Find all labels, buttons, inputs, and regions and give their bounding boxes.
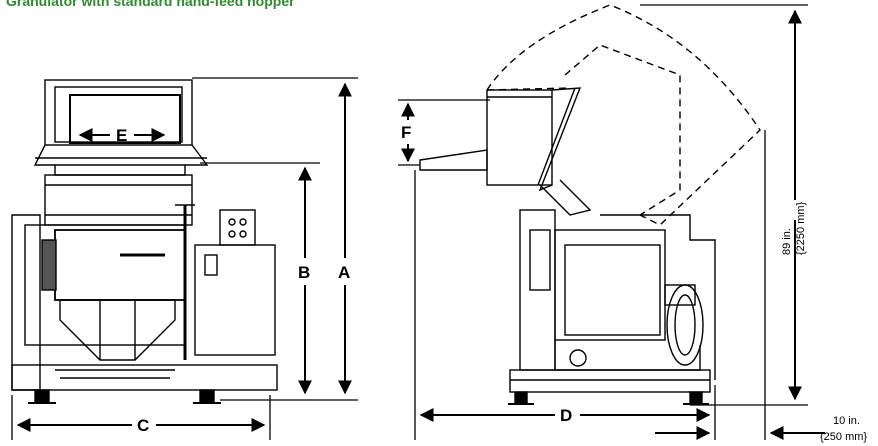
dimension-f (398, 99, 490, 166)
side-flywheel (666, 284, 704, 366)
front-cone (59, 299, 176, 361)
dimension-b (200, 162, 320, 395)
dimension-height (640, 4, 825, 440)
side-view (419, 4, 761, 405)
clearance-mm-text: {250 mm} (820, 431, 867, 443)
dimension-c (11, 395, 271, 440)
front-motor-box (194, 244, 276, 356)
front-view (11, 79, 278, 404)
label-c: C (137, 416, 149, 435)
height-mm-text: {2250 mm} (795, 201, 807, 255)
dimension-e: E (78, 126, 166, 145)
front-base (11, 364, 278, 391)
label-b: B (298, 263, 310, 282)
side-base (509, 369, 711, 393)
diagram-title: Granulator with standard hand-feed hoppe… (6, 0, 295, 9)
label-f: F (401, 123, 411, 142)
front-hopper-box (44, 79, 193, 146)
height-in-text: 89 in. (781, 228, 793, 255)
dimension-a (192, 77, 358, 401)
side-hopper-shelf (419, 149, 488, 171)
front-hopper-flare (33, 144, 209, 166)
label-d: D (560, 406, 572, 425)
dimension-d (414, 170, 716, 440)
label-e: E (116, 126, 127, 145)
side-hopper-box (486, 89, 553, 186)
clearance-in-text: 10 in. (833, 415, 860, 427)
label-a: A (338, 263, 350, 282)
front-left-frame (11, 214, 41, 391)
side-body (554, 229, 666, 341)
side-open-hopper-outline (486, 4, 761, 226)
